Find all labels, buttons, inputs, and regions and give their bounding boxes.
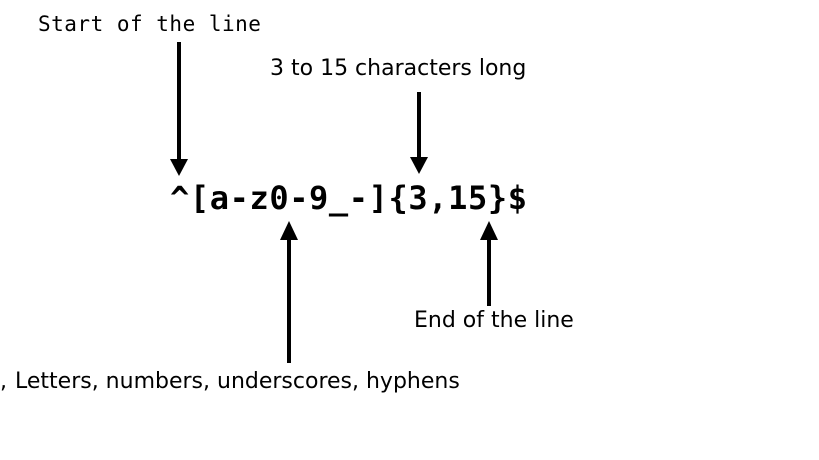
annotation-label-start-of-line: Start of the line (38, 12, 262, 36)
annotation-label-allowed-characters: Letters, numbers, underscores, hyphens (15, 369, 460, 394)
arrow-up-end-of-line (480, 221, 498, 306)
arrow-up-allowed-characters (280, 221, 298, 363)
annotation-label-length-range: 3 to 15 characters long (270, 56, 527, 81)
clipped-edge-glyph: , (0, 369, 7, 394)
annotation-label-end-of-line: End of the line (414, 308, 574, 333)
arrow-down-start-of-line (170, 42, 188, 176)
arrow-down-length-range (410, 92, 428, 174)
regex-pattern-text: ^[a-z0-9_-]{3,15}$ (170, 179, 528, 217)
